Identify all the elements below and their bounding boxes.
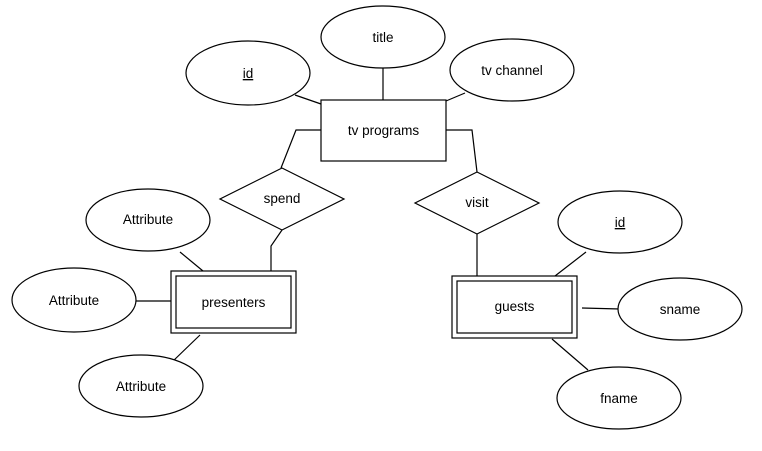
attribute-ellipse <box>78 354 204 418</box>
attribute-guest-sname[interactable]: sname <box>617 277 743 341</box>
entity-label: presenters <box>202 295 266 310</box>
attribute-guest-id[interactable]: id <box>557 190 683 254</box>
connector-tv-visit <box>446 129 478 173</box>
attribute-label: id <box>615 215 626 230</box>
attribute-presenter-1[interactable]: Attribute <box>85 188 211 252</box>
entity-box <box>320 99 447 162</box>
attribute-label: id <box>243 66 254 81</box>
connector-presenter-attr-3 <box>171 334 201 363</box>
attribute-tv-id[interactable]: id <box>185 40 311 106</box>
attribute-ellipse <box>449 38 575 102</box>
attribute-label: fname <box>600 391 638 406</box>
connector-tv-id <box>294 94 322 105</box>
entity-box-inner <box>175 275 292 329</box>
attribute-label: sname <box>660 302 701 317</box>
entity-guests[interactable]: guests <box>451 275 578 339</box>
entity-label: tv programs <box>348 123 420 138</box>
attribute-label: tv channel <box>481 63 543 78</box>
attribute-tv-channel[interactable]: tv channel <box>449 38 575 102</box>
attribute-presenter-3[interactable]: Attribute <box>78 354 204 418</box>
entity-label: guests <box>495 299 535 314</box>
relationship-spend[interactable]: spend <box>218 167 346 231</box>
attribute-label: Attribute <box>123 212 173 227</box>
entity-presenters[interactable]: presenters <box>170 270 297 334</box>
entity-tv-programs[interactable]: tv programs <box>320 99 447 162</box>
attribute-ellipse <box>617 277 743 341</box>
attribute-ellipse <box>185 40 311 106</box>
attribute-label: title <box>372 30 393 45</box>
attribute-ellipse <box>556 366 682 430</box>
relationship-diamond <box>218 167 346 231</box>
relationship-visit[interactable]: visit <box>413 171 541 235</box>
attribute-label: Attribute <box>49 293 99 308</box>
connectors <box>136 68 621 371</box>
attribute-ellipse <box>557 190 683 254</box>
relationship-diamond <box>413 171 541 235</box>
connector-guest-id <box>554 251 587 277</box>
attribute-ellipse <box>320 5 446 69</box>
relationship-label: spend <box>264 191 301 206</box>
attribute-presenter-2[interactable]: Attribute <box>11 267 137 333</box>
attribute-guest-fname[interactable]: fname <box>556 366 682 430</box>
connector-guest-sname <box>581 307 621 310</box>
attribute-tv-title[interactable]: title <box>320 5 446 69</box>
entity-box-inner <box>456 280 573 334</box>
connector-tv-channel <box>445 92 466 102</box>
attribute-ellipse <box>11 267 137 333</box>
connector-spend-presenters <box>270 229 283 271</box>
attribute-label: Attribute <box>116 379 166 394</box>
attribute-ellipse <box>85 188 211 252</box>
connector-presenter-attr-1 <box>179 251 204 272</box>
connector-guest-fname <box>551 338 589 371</box>
connector-tv-spend <box>280 129 321 169</box>
relationship-label: visit <box>465 195 488 210</box>
